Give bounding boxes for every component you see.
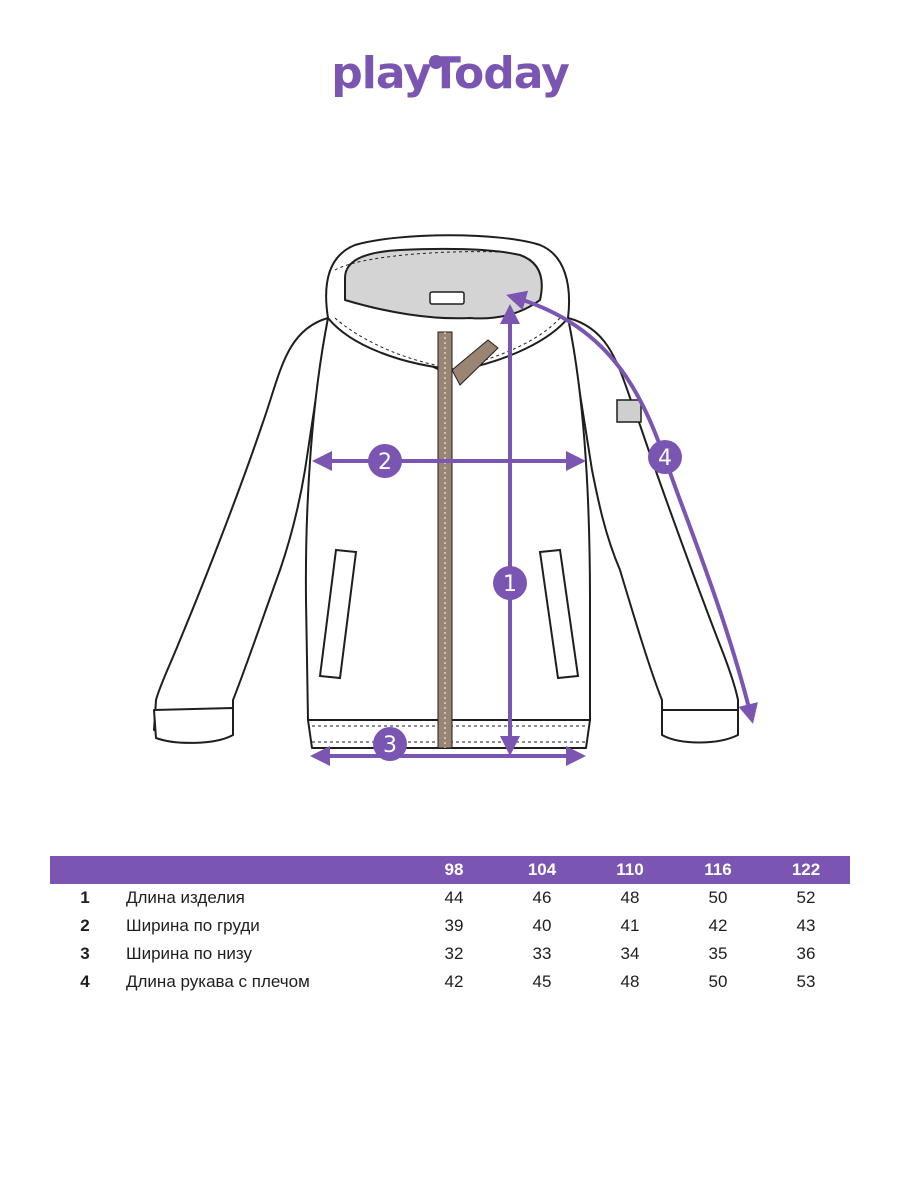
marker-1-label: 1 bbox=[503, 572, 517, 597]
marker-2-label: 2 bbox=[378, 450, 392, 475]
hood-lining bbox=[344, 247, 543, 320]
measurement-name: Длина изделия bbox=[126, 888, 245, 907]
measurement-value: 52 bbox=[796, 888, 816, 907]
left-cuff bbox=[153, 707, 234, 744]
measurement-name: Длина рукава с плечом bbox=[126, 972, 310, 991]
measurement-value: 36 bbox=[796, 944, 816, 963]
brand-logo: playToday bbox=[0, 48, 900, 99]
measurement-value: 43 bbox=[796, 916, 816, 935]
size-header: 116 bbox=[674, 856, 762, 884]
row-number: 1 bbox=[80, 888, 90, 907]
measurement-value: 40 bbox=[532, 916, 552, 935]
left-pocket bbox=[318, 548, 358, 680]
measurement-value: 35 bbox=[708, 944, 728, 963]
right-sleeve bbox=[567, 317, 739, 738]
row-number: 2 bbox=[80, 916, 90, 935]
measurement-value: 48 bbox=[620, 888, 640, 907]
marker-4-label: 4 bbox=[658, 446, 672, 471]
header-empty bbox=[50, 856, 120, 884]
jacket-diagram: 1 2 3 4 bbox=[153, 234, 758, 766]
left-sleeve bbox=[153, 317, 329, 739]
measurement-value: 39 bbox=[444, 916, 464, 935]
size-header: 104 bbox=[498, 856, 586, 884]
measurement-lines bbox=[310, 290, 758, 766]
measurement-value: 41 bbox=[620, 916, 640, 935]
hood-tag bbox=[429, 291, 465, 305]
header-empty bbox=[120, 856, 410, 884]
measurement-value: 42 bbox=[708, 916, 728, 935]
size-header: 98 bbox=[410, 856, 498, 884]
marker-3-label: 3 bbox=[383, 733, 397, 758]
measurement-value: 46 bbox=[532, 888, 552, 907]
table-row: 3 Ширина по низу 32 33 34 35 36 bbox=[50, 940, 850, 968]
measurement-value: 33 bbox=[532, 944, 552, 963]
table-row: 2 Ширина по груди 39 40 41 42 43 bbox=[50, 912, 850, 940]
measurement-name: Ширина по низу bbox=[126, 944, 252, 963]
logo-dot-icon bbox=[429, 55, 443, 69]
measurement-value: 32 bbox=[444, 944, 464, 963]
measurement-value: 44 bbox=[444, 888, 464, 907]
size-header: 110 bbox=[586, 856, 674, 884]
measurement-value: 50 bbox=[708, 888, 728, 907]
measurement-markers: 1 2 3 4 bbox=[368, 440, 682, 761]
size-header: 122 bbox=[762, 856, 850, 884]
table-row: 4 Длина рукава с плечом 42 45 48 50 53 bbox=[50, 968, 850, 996]
measurement-value: 42 bbox=[444, 972, 464, 991]
measurement-value: 48 bbox=[620, 972, 640, 991]
table-row: 1 Длина изделия 44 46 48 50 52 bbox=[50, 884, 850, 912]
measurement-name: Ширина по груди bbox=[126, 916, 260, 935]
size-table: 98 104 110 116 122 1 Длина изделия 44 46… bbox=[50, 856, 850, 996]
size-table-header: 98 104 110 116 122 bbox=[50, 856, 850, 884]
row-number: 3 bbox=[80, 944, 90, 963]
right-cuff bbox=[661, 709, 739, 744]
measurement-value: 34 bbox=[620, 944, 640, 963]
measurement-value: 45 bbox=[532, 972, 552, 991]
measure-line-sleeve bbox=[506, 290, 758, 724]
measurement-value: 53 bbox=[796, 972, 816, 991]
brand-logo-text: playToday bbox=[331, 48, 570, 99]
sleeve-patch bbox=[616, 399, 642, 423]
measurement-value: 50 bbox=[708, 972, 728, 991]
row-number: 4 bbox=[80, 972, 90, 991]
